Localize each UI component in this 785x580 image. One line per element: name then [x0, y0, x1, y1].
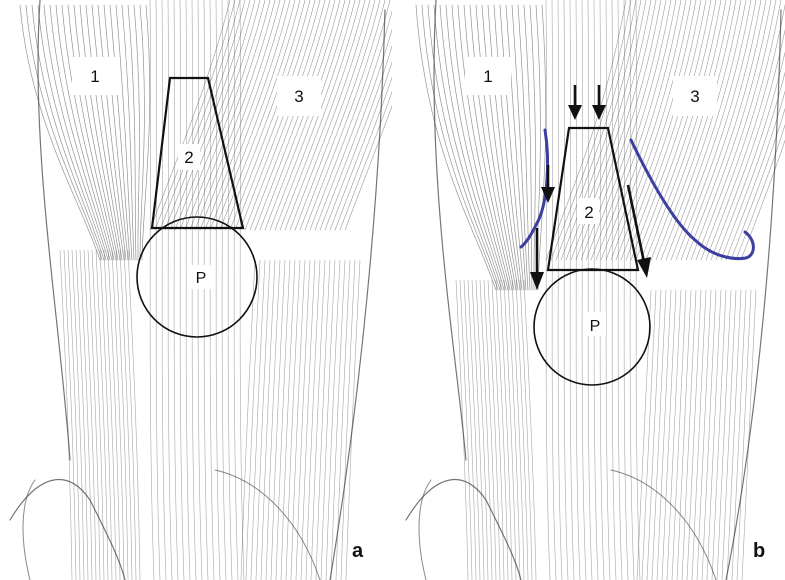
- muscle-label-1: 1: [483, 67, 492, 86]
- label-box-3-a: [277, 76, 321, 116]
- muscle-label-1: 1: [90, 67, 99, 86]
- patella-circle-b: [533, 268, 651, 386]
- arrow-down-icon: [592, 85, 606, 120]
- tendon-outline-a: [150, 76, 245, 230]
- sketch-strokes-a: [9, 0, 392, 580]
- panel-letter-b: b: [753, 540, 765, 562]
- muscle-label-3: 3: [294, 87, 303, 106]
- sketch-strokes-b: [405, 0, 785, 580]
- label-box-2-a: [178, 144, 200, 170]
- muscle-label-2: 2: [584, 203, 593, 222]
- muscle-label-2: 2: [184, 148, 193, 167]
- label-box-1-b: [465, 57, 511, 95]
- patella-label: P: [196, 270, 207, 287]
- anatomy-drawing-a: 1 2 3 P a: [9, 0, 392, 580]
- muscle-label-3: 3: [690, 87, 699, 106]
- panel-a: 1 2 3 P a: [0, 0, 392, 580]
- contour-line-right: [629, 138, 755, 260]
- contour-line-left: [519, 128, 550, 249]
- panel-b: 1 2 3 P b: [393, 0, 785, 580]
- force-arrows: [530, 85, 651, 290]
- label-box-p-b: [584, 312, 606, 336]
- tendon-outline-b: [546, 126, 640, 272]
- arrow-down-icon: [530, 228, 544, 290]
- patella-label: P: [590, 318, 601, 335]
- label-box-3-b: [673, 76, 717, 116]
- arrow-down-icon: [568, 85, 582, 120]
- label-box-1-a: [72, 57, 118, 95]
- arrow-down-icon: [541, 165, 555, 203]
- label-box-2-b: [577, 198, 599, 224]
- anatomy-drawing-b: 1 2 3 P b: [405, 0, 785, 580]
- patella-circle-a: [136, 216, 258, 338]
- arrow-diagonal-icon: [626, 184, 651, 278]
- label-box-p-a: [190, 265, 212, 289]
- panel-letter-a: a: [352, 540, 364, 562]
